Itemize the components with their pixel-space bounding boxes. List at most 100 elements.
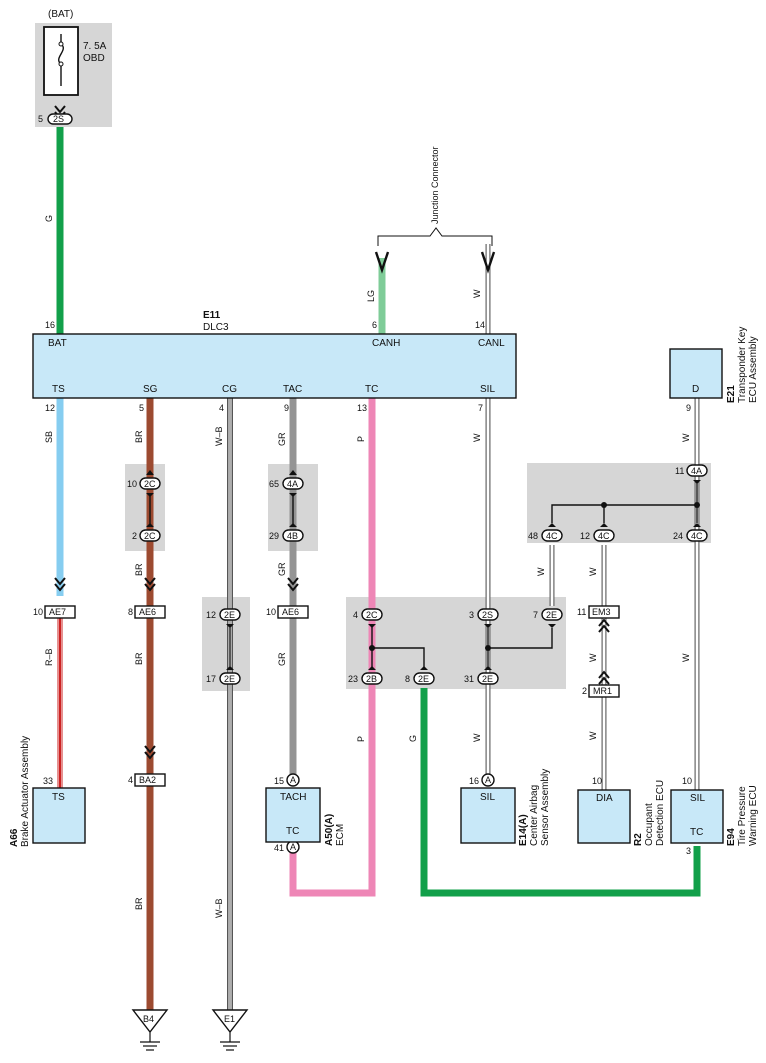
- conn-10-ae7-pin: 10: [33, 607, 43, 617]
- conn-16-a-pin: 16: [469, 776, 479, 786]
- conn-24-4c-pin: 24: [673, 531, 683, 541]
- dlc3-pin-canl: 14: [475, 320, 485, 330]
- fuse-name: OBD: [83, 53, 105, 64]
- junction-connector: Junction Connector: [377, 146, 493, 246]
- conn-12-2e-pin: 12: [206, 610, 216, 620]
- e21-terminal: D: [692, 384, 699, 395]
- conn-8-ae6-pin: 8: [128, 607, 133, 617]
- ground-b4: B4: [131, 1009, 169, 1051]
- conn-31-2e-pin: 31: [464, 674, 474, 684]
- dlc3-term-bat: BAT: [48, 338, 67, 349]
- wl-w-sil-long: W: [681, 653, 691, 662]
- dlc3-name: DLC3: [203, 322, 229, 333]
- module-e94: SIL TC 10 3 E94 Tire Pressure Warning EC…: [670, 776, 759, 856]
- e94-name-2: Warning ECU: [748, 785, 759, 846]
- inline-connectors: AE7 10 AE6 8 AE6 10 EM3 11 MR1 2 BA2 4: [33, 605, 620, 787]
- r2-terminal: DIA: [596, 793, 613, 804]
- conn-11-4a-pin: 11: [675, 466, 684, 476]
- wl-w-mr1-1: W: [588, 567, 598, 576]
- round-connector-arrows: [146, 470, 701, 670]
- e94-pin-bottom: 3: [686, 846, 691, 856]
- conn-7-2e-pin: 7: [533, 610, 538, 620]
- dlc3-pin-sil: 7: [478, 403, 483, 413]
- conn-12-4c: 4C: [598, 531, 610, 541]
- dlc3-term-canl: CANL: [478, 338, 505, 349]
- conn-8-2e: 2E: [418, 674, 429, 684]
- conn-10-ae6-pin: 10: [266, 607, 276, 617]
- wl-p-1: P: [356, 436, 366, 442]
- conn-8-2e-pin: 8: [405, 674, 410, 684]
- conn-16-a: A: [485, 775, 491, 785]
- dlc3-term-cg: CG: [222, 384, 237, 395]
- a50-code: A50(A): [324, 814, 335, 846]
- dlc3-pin-tc: 13: [357, 403, 367, 413]
- module-a66: TS 33 A66 Brake Actuator Assembly: [9, 736, 86, 847]
- e94-terminal-top: SIL: [690, 793, 705, 804]
- wl-w-em3: W: [536, 567, 546, 576]
- conn-2-mr1-pin: 2: [582, 686, 587, 696]
- wl-gr-1: GR: [277, 432, 287, 446]
- wl-g-bat: G: [44, 215, 54, 222]
- wl-gr-2: GR: [277, 562, 287, 576]
- a66-name: Brake Actuator Assembly: [20, 736, 31, 847]
- conn-11-em3-pin: 11: [577, 607, 586, 617]
- e14-code: E14(A): [518, 814, 529, 846]
- round-connectors: [139, 464, 708, 854]
- dlc3-term-canh: CANH: [372, 338, 400, 349]
- fuse-pin: 5: [38, 114, 43, 124]
- e21-pin: 9: [686, 403, 691, 413]
- dlc3-term-sil: SIL: [480, 384, 495, 395]
- dlc3-pin-tac: 9: [284, 403, 289, 413]
- fuse-rating: 7. 5A: [83, 41, 107, 52]
- r2-code: R2: [633, 833, 644, 846]
- a66-pin: 33: [43, 776, 53, 786]
- wire-sil-branch: [488, 628, 553, 649]
- conn-11-em3: EM3: [592, 607, 611, 617]
- conn-24-4c: 4C: [691, 531, 703, 541]
- dlc3-pin-bat: 16: [45, 320, 55, 330]
- e94-code: E94: [726, 828, 737, 846]
- a50-terminal-top: TACH: [280, 792, 306, 803]
- conn-41-a: A: [290, 842, 296, 852]
- r2-name-2: Detection ECU: [655, 780, 666, 846]
- e21-name-2: ECU Assembly: [748, 336, 759, 403]
- wl-gr-3: GR: [277, 652, 287, 666]
- wl-wb-1: W–B: [214, 426, 224, 446]
- shade-junction-main: [346, 597, 566, 689]
- wl-br-4: BR: [134, 897, 144, 910]
- dlc3-term-tac: TAC: [283, 384, 302, 395]
- connector-labels: 10 2C 2 2C 65 4A 29 4B 12 2E 17 2E 4 2C …: [127, 466, 703, 853]
- ground-e1-label: E1: [224, 1014, 235, 1024]
- ground-b4-label: B4: [143, 1014, 154, 1024]
- fuse-supply-label: (BAT): [48, 9, 73, 20]
- conn-31-2e: 2E: [482, 674, 493, 684]
- conn-11-4a: 4A: [691, 466, 702, 476]
- conn-29-4b: 4B: [287, 531, 298, 541]
- wl-p-2: P: [356, 736, 366, 742]
- e14-name-1: Center Airbag: [529, 785, 540, 846]
- r2-name-1: Occupant: [644, 803, 655, 846]
- conn-29-4b-pin: 29: [269, 531, 279, 541]
- e14-name-2: Sensor Assembly: [540, 769, 551, 846]
- junction-connector-label: Junction Connector: [430, 146, 440, 224]
- dlc3-term-ts: TS: [52, 384, 65, 395]
- r2-pin: 10: [592, 776, 602, 786]
- fuse-connector: 2S: [53, 114, 64, 124]
- wire-tc-branch: [372, 647, 425, 668]
- wl-w-mr1-2: W: [588, 653, 598, 662]
- ground-e1: E1: [211, 1009, 249, 1051]
- conn-23-2b: 2B: [366, 674, 377, 684]
- wl-br-3: BR: [134, 652, 144, 665]
- e94-name-1: Tire Pressure: [737, 786, 748, 846]
- conn-8-ae6: AE6: [139, 607, 156, 617]
- conn-4-2c-pin: 4: [353, 610, 358, 620]
- conn-48-4c: 4C: [546, 531, 558, 541]
- conn-10-2c: 2C: [144, 479, 156, 489]
- wl-wb-2: W–B: [214, 898, 224, 918]
- e94-pin-top: 10: [682, 776, 692, 786]
- dlc3-pin-sg: 5: [139, 403, 144, 413]
- wl-sb: SB: [44, 431, 54, 443]
- conn-4-ba2: BA2: [139, 775, 156, 785]
- conn-17-2e: 2E: [224, 674, 235, 684]
